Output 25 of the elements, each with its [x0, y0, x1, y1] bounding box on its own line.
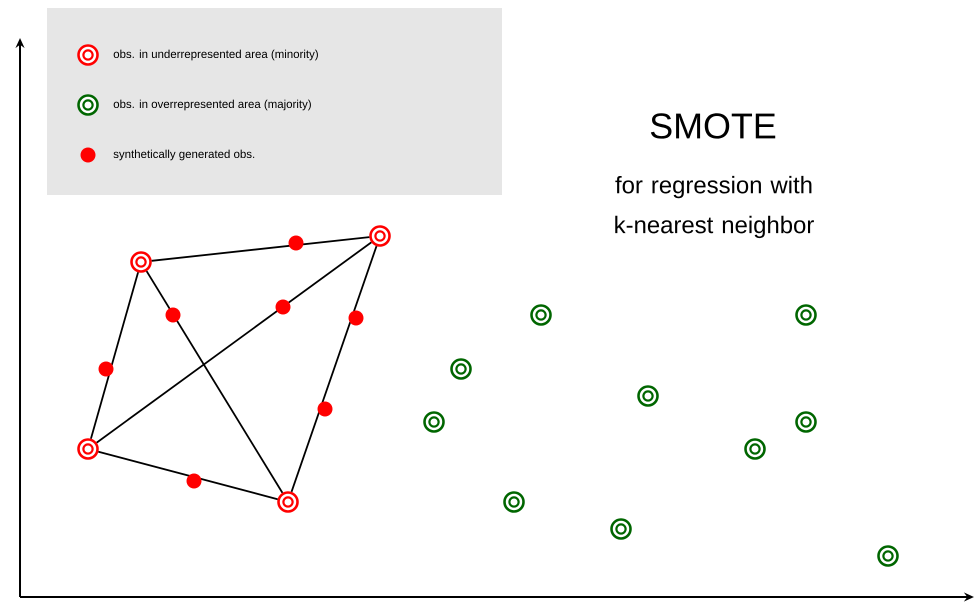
- legend-text: obs. in overrepresented area (majority): [114, 100, 311, 110]
- connecting-line: [146, 270, 284, 494]
- observation-ring: [130, 251, 152, 273]
- observation-ring: [450, 358, 472, 380]
- observation-ring: [877, 545, 899, 567]
- connecting-line: [90, 272, 139, 439]
- connecting-line: [152, 236, 370, 262]
- observation-ring: [277, 491, 299, 513]
- connecting-line: [98, 450, 278, 500]
- subtitle: for regression with k-nearest neighbor: [615, 176, 814, 238]
- observation-ring: [503, 491, 525, 513]
- legend-text: synthetically generated obs.: [114, 150, 254, 160]
- observation-ring: [610, 518, 632, 540]
- connecting-line: [96, 242, 372, 444]
- observation-ring: [423, 411, 445, 433]
- observation-ring: [77, 438, 99, 460]
- observation-ring: [744, 438, 766, 460]
- connecting-line: [290, 246, 378, 492]
- observation-ring: [637, 385, 659, 407]
- observation-ring: [795, 411, 817, 433]
- observation-ring: [795, 304, 817, 326]
- title: SMOTE: [650, 113, 776, 139]
- observation-ring: [369, 225, 391, 247]
- legend-text: obs. in underrepresented area (minority): [114, 50, 318, 60]
- observation-ring: [530, 304, 552, 326]
